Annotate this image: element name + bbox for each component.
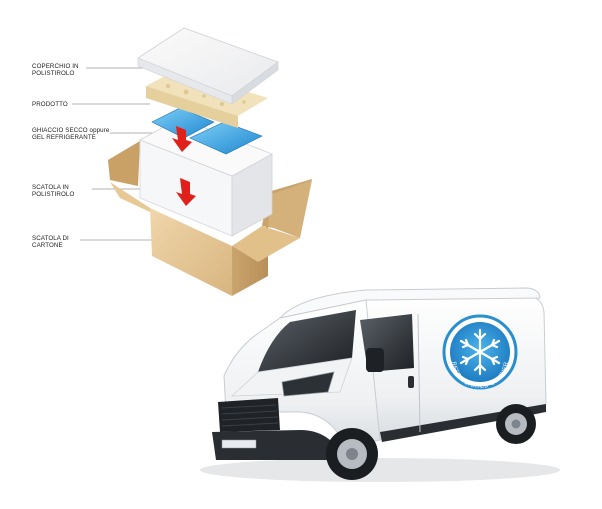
label-ice: GHIACCIO SECCO oppure GEL REFRIGERANTE: [32, 127, 109, 141]
label-product-line1: PRODOTTO: [32, 101, 68, 108]
carton-front-flap-right: [232, 226, 300, 262]
van-bumper: [212, 430, 330, 460]
label-foam-box-line1: SCATOLA IN: [32, 184, 69, 191]
label-carton-line1: SCATOLA DI: [32, 235, 69, 242]
van-side-mirror: [366, 348, 384, 372]
label-lid-line1: COPERCHIO IN: [32, 63, 79, 70]
label-foam-box-line2: POLISTIROLO: [32, 191, 75, 199]
van-front-wheel: [326, 428, 378, 480]
foam-lid-side: [231, 61, 279, 105]
refrigerated-van: REFRIGERATED COURIER: [200, 287, 560, 482]
label-ice-line1: GHIACCIO SECCO oppure: [32, 127, 110, 134]
label-lid-line2: POLISTIROLO: [32, 70, 75, 78]
van-license-plate: [221, 439, 257, 449]
van-grille: [218, 398, 280, 432]
down-arrow-icon-2: [176, 178, 196, 206]
label-lid: COPERCHIO IN POLISTIROLO: [32, 63, 79, 77]
van-rear-wheel: [496, 404, 536, 444]
van-door-handle: [408, 376, 414, 388]
foam-lid: [137, 27, 279, 105]
leader-lines: [72, 67, 162, 241]
down-arrow-icon: [172, 126, 192, 152]
snowflake-icon: [459, 328, 501, 376]
label-carton-line2: CARTONE: [32, 242, 63, 250]
ice-pack-right: [189, 121, 263, 155]
product-block-front: [146, 86, 238, 128]
van-shadow: [200, 458, 560, 482]
ice-pack-left: [151, 107, 215, 139]
carton-front: [150, 208, 232, 296]
label-carton: SCATOLA DI CARTONE: [32, 235, 69, 249]
ice-packs: [151, 107, 263, 155]
carton-back-flap-left: [108, 141, 140, 186]
van-logo: REFRIGERATED COURIER: [442, 314, 518, 390]
van-headlight: [281, 371, 335, 397]
van-grille-slats: [221, 404, 279, 427]
carton-right-flap: [268, 180, 312, 238]
van-windshield: [258, 310, 356, 372]
label-ice-line2: GEL REFRIGERANTE: [32, 134, 96, 142]
label-foam-box: SCATOLA IN POLISTIROLO: [32, 184, 74, 198]
carton-box: [108, 141, 312, 296]
carton-front-flap-left: [110, 182, 150, 212]
label-product: PRODOTTO: [32, 101, 68, 108]
van-roof: [278, 287, 541, 319]
van-door-seam: [417, 313, 421, 433]
